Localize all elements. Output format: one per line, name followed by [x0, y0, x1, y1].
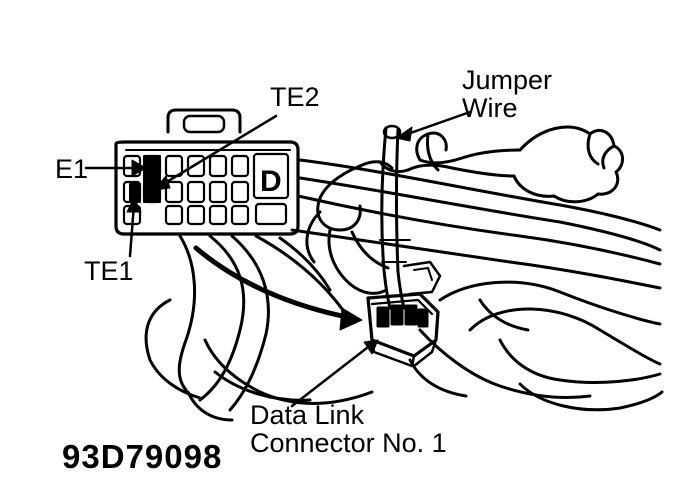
figure-id: 93D79098: [62, 438, 223, 475]
te2-leader: [158, 114, 278, 188]
leader-lines: [84, 110, 472, 408]
e1-arrowhead: [131, 159, 147, 177]
check-connector: [114, 108, 300, 236]
data-link-arrowhead: [363, 339, 379, 355]
jumper-wire-arrowhead: [395, 126, 413, 142]
jumper-wire-label: Jumper Wire: [462, 66, 552, 122]
data-link-label-line1: Data Link: [250, 400, 365, 430]
te1-arrowhead: [126, 197, 142, 213]
jumper-wire-leader: [400, 110, 472, 138]
te1-label: TE1: [84, 256, 134, 286]
te2-label: TE2: [270, 82, 320, 112]
connection-arrow: [193, 245, 363, 331]
te2-arrowhead: [153, 175, 171, 191]
te1-leader: [128, 202, 136, 258]
vehicle-panel: [408, 280, 664, 412]
jumper-wire-label-line1: Jumper: [462, 65, 553, 95]
jumper-wire-label-line2: Wire: [462, 93, 518, 123]
data-link-leader: [290, 342, 374, 408]
connector-letter-d: D: [260, 165, 282, 198]
hand-illustration: [378, 125, 624, 204]
data-link-connector: [366, 260, 442, 368]
data-link-connector-label: Data Link Connector No. 1: [250, 401, 447, 457]
data-link-label-line2: Connector No. 1: [250, 428, 447, 458]
hand-illustration-2: [305, 160, 394, 295]
e1-label: E1: [55, 154, 89, 184]
wire-harness: [144, 158, 662, 422]
